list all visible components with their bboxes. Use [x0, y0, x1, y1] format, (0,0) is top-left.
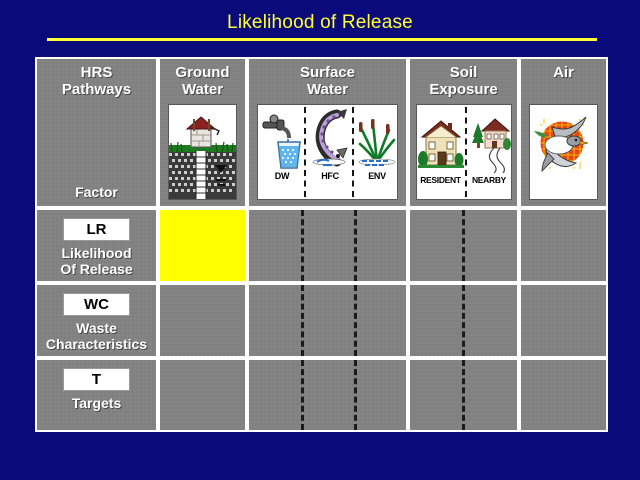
data-cell-t-soil-exposure[interactable] — [410, 360, 517, 430]
sub-column-label-env: ENV — [368, 171, 386, 181]
data-cell-t-ground-water[interactable] — [160, 360, 245, 430]
house-with-road-icon — [472, 118, 511, 173]
t-soil-exposure-divider — [462, 360, 465, 430]
lr-surface-water-divider-1 — [301, 210, 304, 281]
factor-name-t: Targets — [71, 395, 122, 411]
sub-column-label-nearby: NEARBY — [471, 175, 507, 185]
column-header-air: Air — [553, 64, 574, 81]
data-cell-wc-air[interactable] — [521, 285, 606, 356]
factor-cell-wc: WC Waste Characteristics — [37, 285, 156, 356]
factor-cell-t: T Targets — [37, 360, 156, 430]
lr-soil-exposure-divider — [462, 210, 465, 281]
water-well-icon — [169, 105, 236, 199]
page-title: Likelihood of Release — [227, 12, 413, 33]
factor-tag-lr: LR — [63, 218, 130, 241]
factor-tag-wc: WC — [63, 293, 130, 316]
fish-icon — [312, 109, 348, 167]
hrs-scoring-table: HRS Pathways Factor Ground Water — [35, 57, 608, 432]
ground-water-image-panel — [168, 104, 237, 200]
header-cell-soil-exposure: Soil Exposure RESID — [410, 59, 517, 206]
bird-sun-icon — [530, 105, 597, 199]
data-cell-t-air[interactable] — [521, 360, 606, 430]
column-header-ground-water: Ground Water — [175, 64, 230, 98]
title-underline-rule — [47, 38, 597, 41]
house-icon — [418, 120, 464, 168]
factor-name-wc: Waste Characteristics — [45, 320, 148, 352]
slide-title-area: Likelihood of Release — [0, 12, 640, 34]
surface-water-image-panel: DW HFC — [257, 104, 398, 200]
air-image-panel — [529, 104, 598, 200]
column-header-hrs-pathways: HRS Pathways — [61, 64, 132, 98]
data-cell-wc-ground-water[interactable] — [160, 285, 245, 356]
column-header-soil-exposure: Soil Exposure — [429, 64, 498, 98]
header-cell-surface-water: Surface Water — [249, 59, 406, 206]
wc-surface-water-divider-2 — [354, 285, 357, 356]
data-cell-lr-soil-exposure[interactable] — [410, 210, 517, 281]
data-cell-wc-soil-exposure[interactable] — [410, 285, 517, 356]
data-cell-lr-ground-water[interactable] — [160, 210, 245, 281]
wc-surface-water-divider-1 — [301, 285, 304, 356]
surface-water-divider-2 — [352, 107, 354, 197]
header-cell-ground-water: Ground Water — [160, 59, 245, 206]
sub-column-label-dw: DW — [274, 171, 290, 181]
soil-exposure-image-panel: RESIDENT NEAR — [416, 104, 512, 200]
factor-tag-t: T — [63, 368, 130, 391]
header-cell-hrs-pathways: HRS Pathways Factor — [37, 59, 156, 206]
factor-column-label: Factor — [75, 184, 118, 200]
data-cell-lr-air[interactable] — [521, 210, 606, 281]
column-header-surface-water: Surface Water — [299, 64, 356, 98]
t-surface-water-divider-2 — [354, 360, 357, 430]
factor-cell-lr: LR Likelihood Of Release — [37, 210, 156, 281]
data-cell-t-surface-water[interactable] — [249, 360, 406, 430]
data-cell-lr-surface-water[interactable] — [249, 210, 406, 281]
data-cell-wc-surface-water[interactable] — [249, 285, 406, 356]
wetland-plants-icon — [358, 119, 396, 166]
lr-surface-water-divider-2 — [354, 210, 357, 281]
factor-name-lr: Likelihood Of Release — [60, 245, 133, 277]
faucet-glass-icon — [262, 114, 301, 169]
sub-column-label-resident: RESIDENT — [420, 175, 461, 185]
wc-soil-exposure-divider — [462, 285, 465, 356]
header-cell-air: Air — [521, 59, 606, 206]
soil-exposure-divider — [465, 107, 467, 197]
sub-column-label-hfc: HFC — [321, 171, 339, 181]
t-surface-water-divider-1 — [301, 360, 304, 430]
surface-water-divider-1 — [304, 107, 306, 197]
